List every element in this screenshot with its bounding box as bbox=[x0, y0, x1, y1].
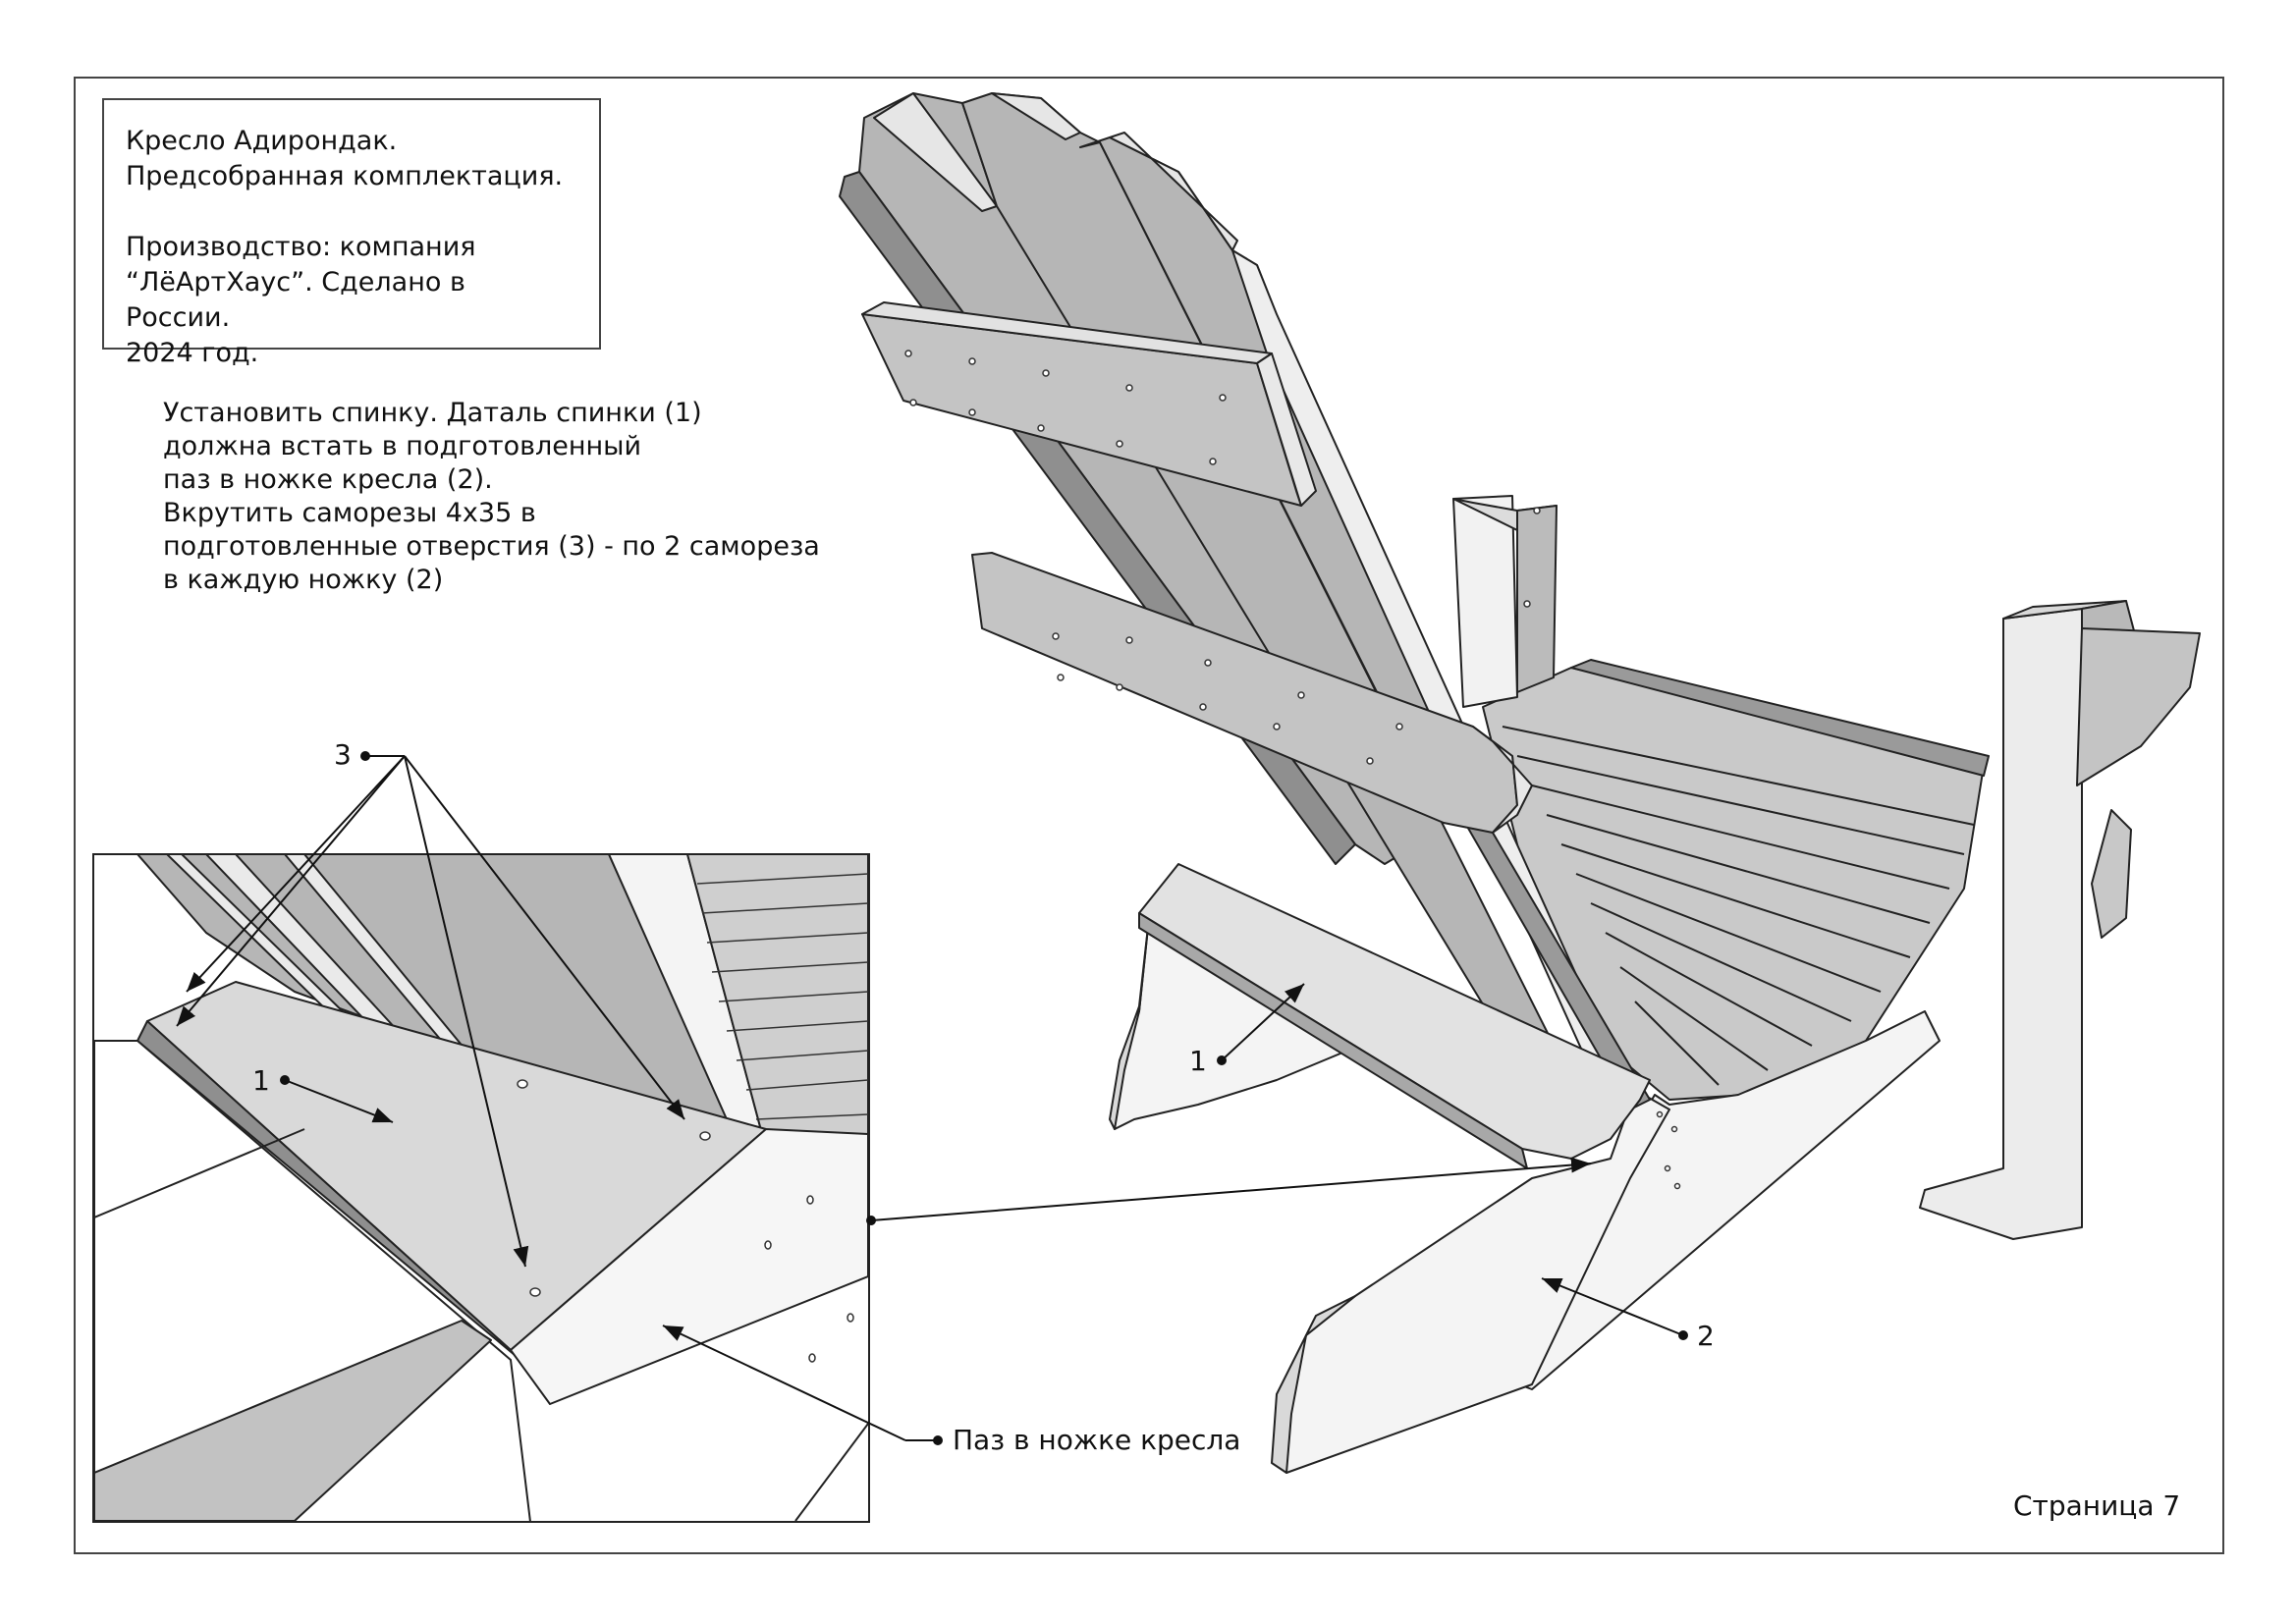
leader-lines bbox=[176, 751, 1688, 1445]
manufacturer-line-2: “ЛёАртХаус”. Сделано в России. bbox=[126, 267, 465, 333]
title-block: Кресло Адирондак. Предсобранная комплект… bbox=[102, 98, 601, 368]
callout-1-inset-label: 1 bbox=[252, 1064, 270, 1097]
detail-inset bbox=[92, 853, 870, 1523]
instruction-line-1: Установить спинку. Даталь спинки (1) bbox=[163, 398, 702, 428]
slot-callout-label: Паз в ножке кресла bbox=[953, 1424, 1241, 1456]
chair-3d-view bbox=[839, 92, 2201, 1474]
instruction-line-6: в каждую ножку (2) bbox=[163, 565, 444, 595]
instruction-line-5: подготовленные отверстия (3) - по 2 само… bbox=[163, 531, 820, 562]
title-spacer bbox=[126, 194, 577, 230]
instruction-line-3: паз в ножке кресла (2). bbox=[163, 464, 493, 495]
instruction-line-2: должна встать в подготовленный bbox=[163, 431, 642, 461]
callout-2-label: 2 bbox=[1697, 1320, 1715, 1352]
callout-1-main-label: 1 bbox=[1189, 1045, 1207, 1077]
title-line-1: Кресло Адирондак. bbox=[126, 126, 398, 156]
year-line: 2024 год. bbox=[126, 338, 259, 368]
instruction-line-4: Вкрутить саморезы 4х35 в bbox=[163, 498, 536, 528]
drawing-frame bbox=[74, 77, 2224, 1554]
manufacturer-line-1: Производство: компания bbox=[126, 232, 476, 262]
callout-3-label: 3 bbox=[334, 738, 352, 771]
page-number: Страница 7 bbox=[2013, 1489, 2181, 1522]
screw-holes bbox=[904, 350, 1681, 1190]
assembly-instructions: Установить спинку. Даталь спинки (1) дол… bbox=[163, 397, 870, 597]
title-line-2: Предсобранная комплектация. bbox=[126, 161, 564, 191]
